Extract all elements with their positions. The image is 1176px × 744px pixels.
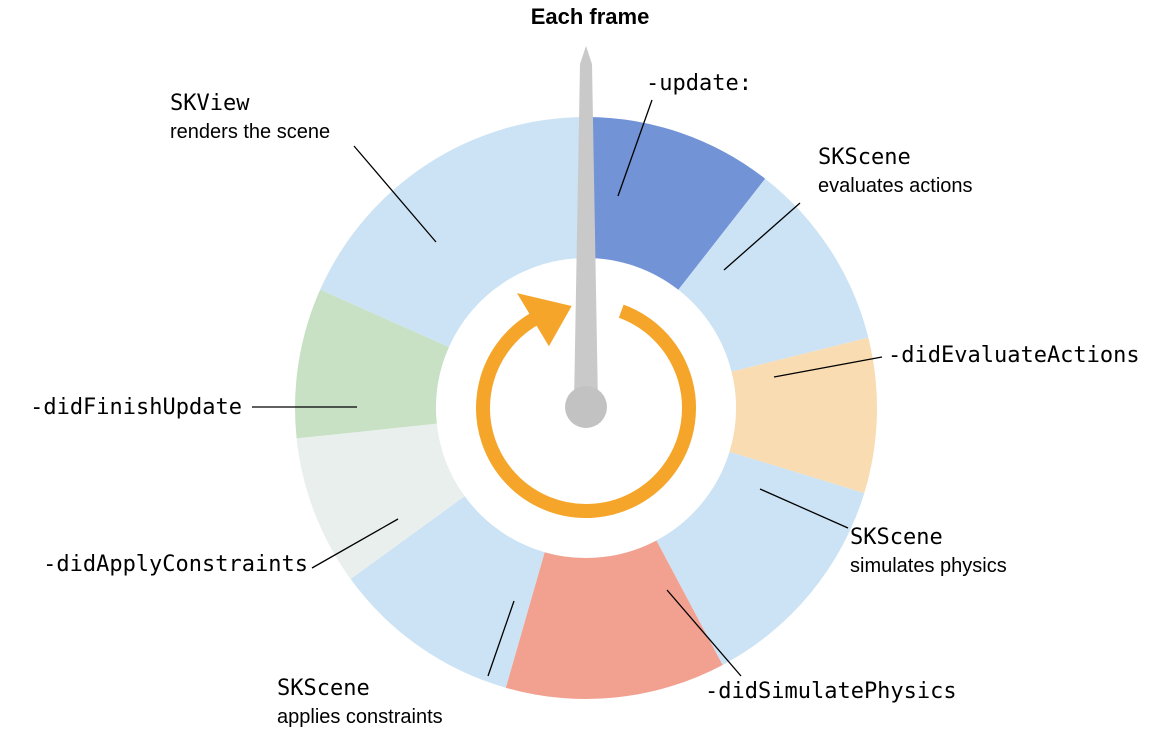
- label-applies-constraints: SKScene applies constraints: [277, 675, 443, 732]
- label-did-apply-constraints: -didApplyConstraints: [8, 551, 308, 580]
- label-renders-scene: SKView renders the scene: [170, 90, 330, 147]
- label-did-evaluate-actions-text: -didEvaluateActions: [888, 343, 1140, 368]
- label-renders-scene-text: renders the scene: [170, 121, 331, 143]
- leader-line-did-apply-constraints: [311, 518, 399, 569]
- cycle-arrow-head: [516, 293, 572, 347]
- label-did-simulate-physics: -didSimulatePhysics: [705, 678, 957, 707]
- label-evaluates-actions-class: SKScene: [818, 145, 911, 170]
- segment-scene-simulates-physics: [656, 451, 865, 665]
- label-simulates-physics-text: simulates physics: [850, 555, 1007, 577]
- label-did-finish-update: -didFinishUpdate: [10, 394, 242, 423]
- label-renders-scene-class: SKView: [170, 91, 250, 116]
- label-evaluates-actions: SKScene evaluates actions: [818, 144, 973, 201]
- segment-view-renders-scene: [320, 117, 586, 347]
- label-update: -update:: [646, 70, 752, 99]
- label-evaluates-actions-text: evaluates actions: [818, 175, 973, 197]
- leader-line-did-simulate-physics: [666, 589, 742, 677]
- label-did-evaluate-actions: -didEvaluateActions: [888, 342, 1140, 371]
- leader-line-update: [617, 99, 653, 197]
- label-did-finish-update-text: -didFinishUpdate: [30, 395, 242, 420]
- segment-did-simulate-physics: [505, 540, 723, 700]
- leader-line-simulates-physics: [759, 488, 849, 529]
- label-applies-constraints-class: SKScene: [277, 676, 370, 701]
- needle-pointer: [574, 46, 598, 404]
- segment-scene-applies-constraints: [350, 496, 545, 688]
- segment-scene-evaluates-actions: [678, 178, 869, 372]
- leader-line-did-evaluate-actions: [773, 356, 883, 378]
- leader-line-applies-constraints: [487, 600, 515, 677]
- segments-group: [295, 117, 877, 700]
- needle-hub: [565, 386, 607, 428]
- segment-did-evaluate-actions: [729, 337, 877, 494]
- label-did-simulate-physics-text: -didSimulatePhysics: [705, 679, 957, 704]
- leader-lines: [252, 99, 883, 677]
- label-each-frame: Each frame: [530, 4, 650, 29]
- label-applies-constraints-text: applies constraints: [277, 706, 443, 728]
- label-simulates-physics: SKScene simulates physics: [850, 524, 1007, 581]
- segment-did-finish-update: [295, 289, 449, 439]
- cycle-arrow: [476, 293, 696, 518]
- label-update-text: -update:: [646, 71, 752, 96]
- label-did-apply-constraints-text: -didApplyConstraints: [43, 552, 308, 577]
- leader-line-renders-scene: [353, 145, 437, 243]
- segment-did-apply-constraints: [296, 423, 465, 580]
- leader-line-evaluates-actions: [723, 202, 801, 271]
- label-simulates-physics-class: SKScene: [850, 525, 943, 550]
- cycle-arrow-arc: [476, 304, 696, 518]
